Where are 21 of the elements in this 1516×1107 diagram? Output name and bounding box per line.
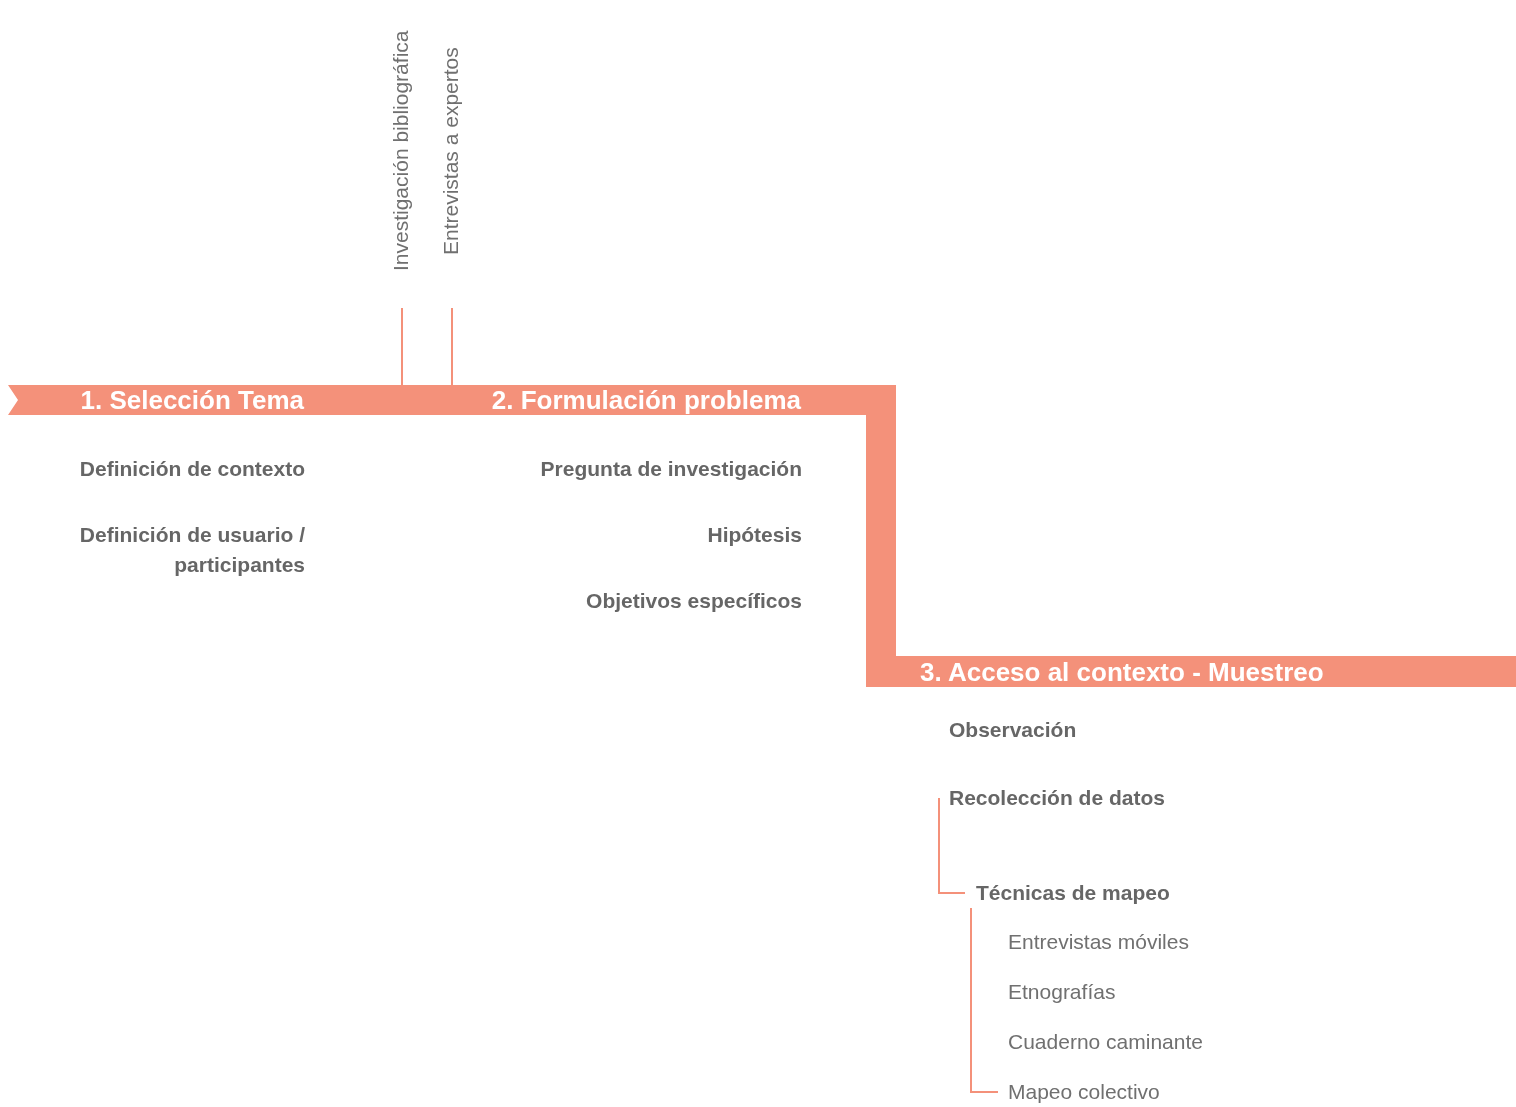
- connector-line: [970, 907, 999, 1093]
- stage-band: 1. Selección Tema: [8, 385, 380, 415]
- item-label: Observación: [949, 717, 1078, 743]
- connector-line: [451, 307, 453, 386]
- subtopic-label: Técnicas de mapeo: [965, 878, 1255, 908]
- vertical-label: Entrevistas a expertos: [436, 6, 466, 296]
- stage-band: 3. Acceso al contexto - Muestreo: [866, 656, 1516, 687]
- technique-label: Etnografías: [1008, 979, 1117, 1005]
- item-label: Definición de usuario / participantes: [78, 522, 305, 578]
- connector-line: [401, 307, 403, 386]
- subtopic-label: Recolección de datos: [939, 783, 1239, 813]
- technique-label: Mapeo colectivo: [998, 1077, 1258, 1107]
- technique-label: Entrevistas móviles: [1008, 929, 1190, 955]
- item-label: Objetivos específicos: [585, 588, 802, 614]
- item-label: Definición de contexto: [78, 456, 305, 482]
- technique-label: Cuaderno caminante: [1008, 1029, 1204, 1055]
- vertical-label: Investigación bibliográfica: [386, 6, 416, 296]
- stage-band: 2. Formulación problema: [380, 385, 896, 415]
- item-label: Hipótesis: [706, 522, 802, 548]
- item-label: Pregunta de investigación: [539, 456, 802, 482]
- connector-line: [938, 797, 966, 894]
